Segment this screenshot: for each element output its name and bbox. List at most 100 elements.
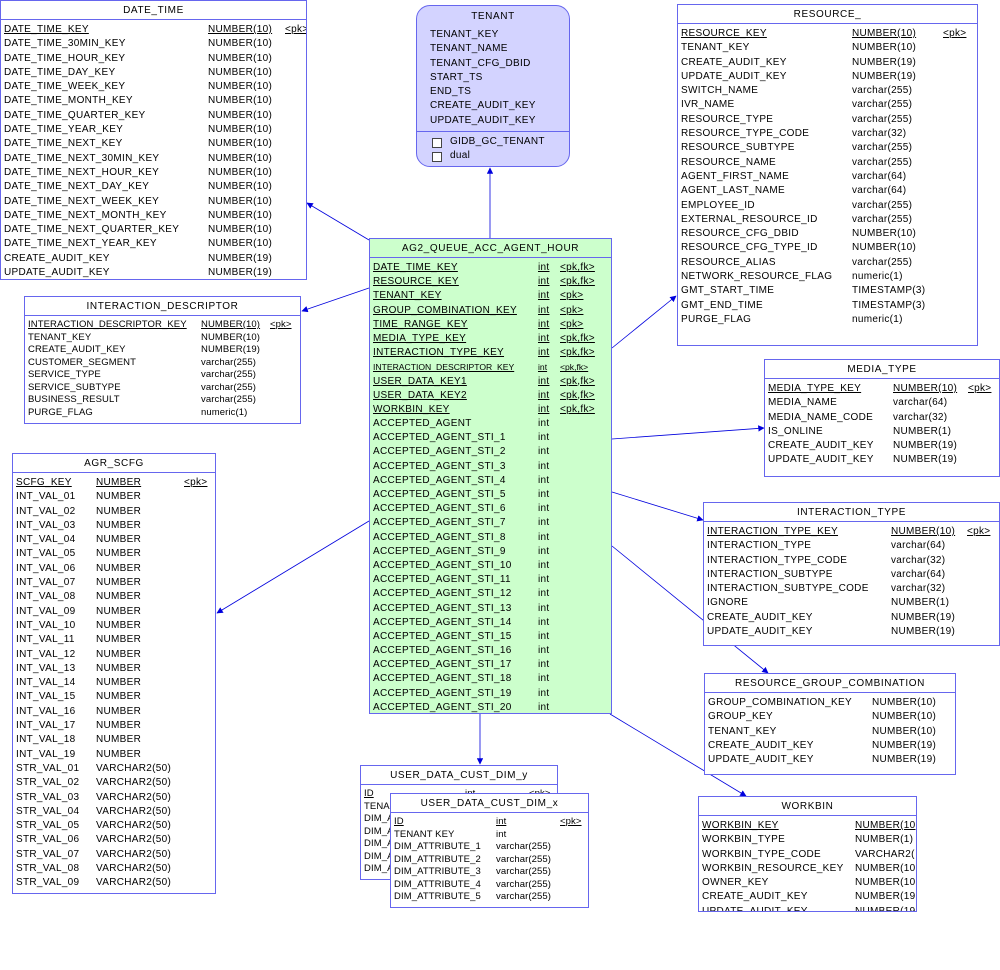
column-key: <pk,fk> bbox=[560, 332, 595, 344]
column-row: END_TS bbox=[417, 85, 569, 99]
column-name: STR_VAL_09 bbox=[16, 877, 80, 889]
column-type: NUMBER bbox=[96, 648, 142, 660]
column-name: INT_VAL_18 bbox=[16, 734, 76, 746]
column-type: NUMBER(1) bbox=[891, 597, 950, 609]
column-name: ACCEPTED_AGENT_STI_16 bbox=[373, 645, 512, 657]
column-type: varchar(255) bbox=[496, 866, 552, 877]
column-name: RESOURCE_ALIAS bbox=[681, 256, 776, 268]
column-name: WORKBIN_KEY bbox=[702, 820, 779, 831]
column-name: AGENT_FIRST_NAME bbox=[681, 170, 790, 182]
table-title: INTERACTION_TYPE bbox=[704, 503, 999, 522]
column-type: VARCHAR2(50) bbox=[96, 777, 172, 789]
column-name: DATE_TIME_KEY bbox=[373, 262, 458, 273]
column-name: TENANT_KEY bbox=[681, 42, 750, 54]
column-type: int bbox=[538, 276, 550, 288]
column-name: STR_VAL_07 bbox=[16, 848, 80, 860]
column-name: INTERACTION_TYPE_KEY bbox=[373, 347, 505, 359]
column-name: INT_VAL_12 bbox=[16, 648, 76, 660]
procedure-row: GIDB_GC_TENANT bbox=[417, 135, 569, 149]
column-name: DATE_TIME_NEXT_YEAR_KEY bbox=[4, 238, 157, 250]
column-name: DATE_TIME_NEXT_QUARTER_KEY bbox=[4, 224, 180, 236]
column-type: NUMBER(10) bbox=[208, 224, 273, 236]
column-type: NUMBER(10) bbox=[201, 319, 261, 330]
link-to-interaction-type bbox=[611, 491, 704, 522]
column-type: NUMBER(10) bbox=[208, 109, 273, 121]
column-type: NUMBER bbox=[96, 619, 142, 631]
column-name: WORKBIN_TYPE_CODE bbox=[702, 848, 822, 860]
column-name: STR_VAL_04 bbox=[16, 805, 80, 817]
column-type: int bbox=[538, 616, 550, 628]
column-name: MEDIA_TYPE_KEY bbox=[768, 383, 862, 394]
column-type: int bbox=[538, 602, 550, 614]
column-type: varchar(32) bbox=[852, 128, 907, 140]
column-type: NUMBER bbox=[96, 477, 142, 488]
column-name: ACCEPTED_AGENT_STI_13 bbox=[373, 602, 512, 614]
column-name: CUSTOMER_SEGMENT bbox=[28, 356, 137, 368]
column-name: ACCEPTED_AGENT_STI_15 bbox=[373, 630, 512, 642]
column-name: RESOURCE_CFG_DBID bbox=[681, 228, 799, 240]
column-type: int bbox=[538, 630, 550, 642]
column-type: NUMBER(19 bbox=[855, 905, 916, 912]
column-type: int bbox=[538, 418, 550, 430]
column-type: NUMBER bbox=[96, 705, 142, 717]
column-type: VARCHAR2(50) bbox=[96, 877, 172, 889]
column-type: NUMBER(10) bbox=[852, 228, 917, 240]
column-name: UPDATE_AUDIT_KEY bbox=[681, 70, 787, 82]
column-type: int bbox=[538, 687, 550, 699]
column-name: RESOURCE_CFG_TYPE_ID bbox=[681, 242, 818, 254]
column-name: RESOURCE_KEY bbox=[681, 28, 767, 39]
table-title: TENANT bbox=[471, 11, 515, 22]
column-name: STR_VAL_03 bbox=[16, 791, 80, 803]
column-name: CREATE_AUDIT_KEY bbox=[707, 611, 813, 623]
column-name: DATE_TIME_NEXT_WEEK_KEY bbox=[4, 195, 160, 207]
column-row: ACCEPTED_AGENT_STI_15 int bbox=[370, 630, 611, 644]
column-type: NUMBER(19) bbox=[872, 739, 937, 751]
column-type: int bbox=[538, 332, 550, 344]
column-type: NUMBER(10) bbox=[208, 195, 273, 207]
column-name: NETWORK_RESOURCE_FLAG bbox=[681, 271, 833, 283]
column-type: int bbox=[538, 375, 550, 387]
column-type: NUMBER(19) bbox=[208, 252, 273, 264]
column-name: MEDIA_NAME bbox=[768, 397, 838, 409]
column-type: varchar(255) bbox=[852, 256, 913, 268]
column-name: STR_VAL_02 bbox=[16, 777, 80, 789]
column-type: int bbox=[538, 389, 550, 401]
column-name: UPDATE_AUDIT_KEY bbox=[768, 454, 874, 466]
link-to-resource bbox=[611, 295, 677, 349]
column-name: ACCEPTED_AGENT_STI_9 bbox=[373, 545, 506, 557]
column-name: ID bbox=[394, 816, 404, 827]
column-name: GMT_END_TIME bbox=[681, 299, 763, 311]
column-type: int bbox=[538, 432, 550, 444]
column-type: varchar(255) bbox=[852, 142, 913, 154]
column-name: TENANT KEY bbox=[394, 828, 455, 840]
column-type: int bbox=[538, 531, 550, 543]
column-name: CREATE_AUDIT_KEY bbox=[28, 344, 126, 355]
column-key: <pk> bbox=[560, 318, 584, 330]
column-key: <pk> bbox=[560, 290, 584, 302]
column-name: CREATE_AUDIT_KEY bbox=[708, 739, 814, 751]
